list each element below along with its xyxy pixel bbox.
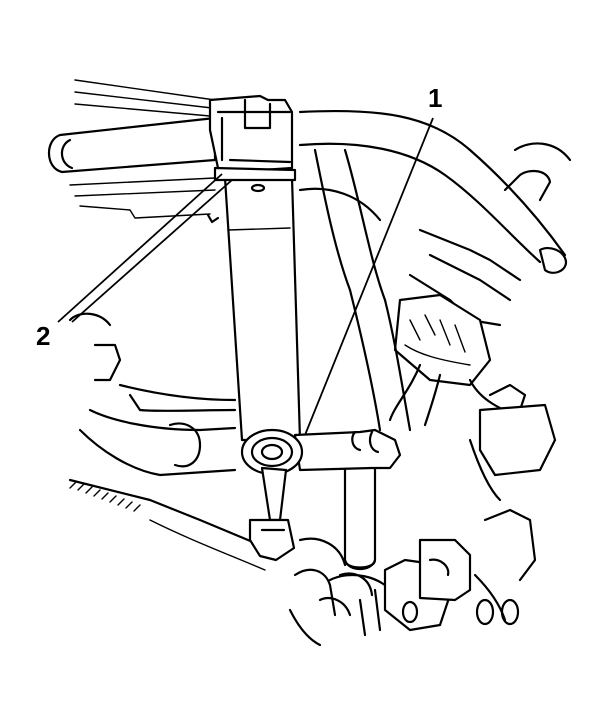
callout-2-leader-b (71, 179, 233, 323)
strut-bracket (293, 428, 402, 472)
upper-mount-clip (206, 94, 297, 224)
gas-strut (223, 176, 302, 442)
callout-2-label: 2 (36, 321, 50, 351)
callout-1-leader (304, 117, 434, 436)
background-engine-parts (47, 79, 572, 647)
callout-1-label: 1 (428, 83, 442, 113)
ball-socket (240, 428, 304, 562)
callout-2-leader-a (57, 173, 223, 323)
rear-hose (298, 148, 412, 432)
lower-rod (343, 463, 377, 571)
hatched-band (69, 481, 141, 512)
